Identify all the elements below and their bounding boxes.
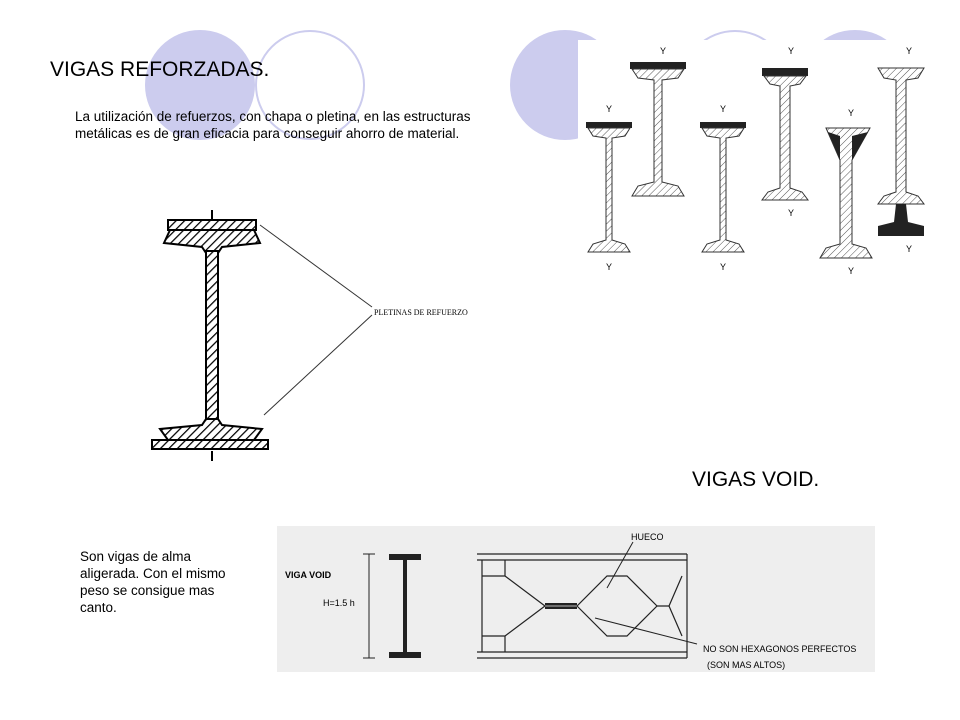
leader-line-bottom: [263, 314, 373, 416]
beam-variant-5: Y Y: [819, 108, 873, 276]
label-viga-void: VIGA VOID: [285, 570, 332, 580]
void-beam-section-bottom-flange: [389, 652, 421, 658]
void-beam-section-web: [403, 560, 407, 652]
top-reinforcement-plate: [167, 219, 257, 231]
axis-label-y: Y: [720, 262, 726, 272]
reinforced-beam-figure: PLETINAS DE REFUERZO: [140, 205, 500, 465]
axis-label-y: Y: [906, 244, 912, 254]
axis-label-y: Y: [660, 46, 666, 56]
bottom-flange: [158, 418, 264, 441]
beam-variant-3: Y Y: [700, 104, 746, 272]
beam-variants-figure: Y Y Y Y Y Y Y Y Y Y Y: [578, 40, 928, 278]
leader-line-top: [259, 224, 373, 308]
axis-label-y: Y: [788, 46, 794, 56]
castellated-beam-elevation: [477, 553, 688, 659]
void-beam-section-top-flange: [389, 554, 421, 560]
beam-variant-6: Y Y: [877, 46, 925, 254]
axis-label-y: Y: [848, 266, 854, 276]
bottom-reinforcement-plate: [151, 439, 269, 450]
title-vigas-void: VIGAS VOID.: [692, 468, 820, 491]
axis-label-y: Y: [906, 46, 912, 56]
leader-hueco: [606, 541, 634, 589]
vigas-reforzadas-description: La utilización de refuerzos, con chapa o…: [75, 109, 471, 141]
axis-label-y: Y: [606, 104, 612, 114]
vigas-void-description: Son vigas de alma aligerada. Con el mism…: [80, 549, 226, 615]
decorative-circle-1: [145, 30, 255, 140]
top-flange: [162, 229, 262, 254]
label-pletinas-de-refuerzo: PLETINAS DE REFUERZO: [374, 308, 468, 317]
beam-web: [205, 250, 219, 422]
label-hexagonos-note-2: (SON MAS ALTOS): [707, 660, 785, 670]
beam-variant-4: Y Y: [761, 46, 809, 218]
axis-label-y: Y: [848, 108, 854, 118]
axis-label-y: Y: [720, 104, 726, 114]
axis-label-y: Y: [606, 262, 612, 272]
label-hexagonos-note: NO SON HEXAGONOS PERFECTOS: [703, 644, 856, 654]
label-hueco: HUECO: [631, 532, 664, 542]
beam-variant-2: Y Y: [586, 104, 632, 272]
beam-variant-1: Y: [630, 46, 686, 197]
label-height: H=1.5 h: [323, 598, 355, 608]
axis-label-y: Y: [788, 208, 794, 218]
decorative-circle-2: [255, 30, 365, 140]
leader-hexagonos: [594, 617, 698, 645]
title-vigas-reforzadas: VIGAS REFORZADAS.: [50, 58, 270, 81]
void-beam-figure: VIGA VOID H=1.5 h HUECO NO SON HEXAGONOS…: [277, 526, 875, 672]
